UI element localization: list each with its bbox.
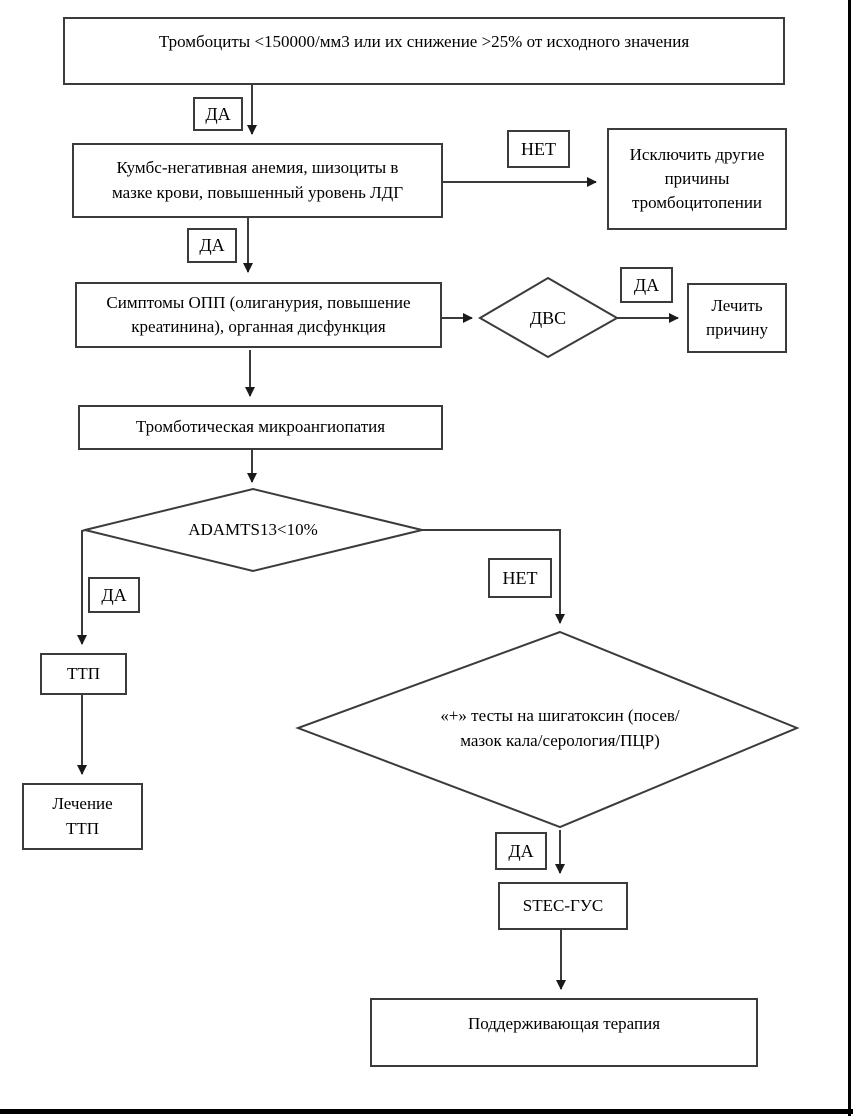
arrow-adamts-to-shigatoxin — [422, 529, 565, 624]
diamond-shigatoxin — [295, 630, 800, 829]
node-stec-hus-text: STEC-ГУС — [522, 895, 604, 915]
arrow-adamts-to-ttp — [77, 529, 87, 645]
node-aki-symptoms-text: Симптомы ОПП (олиганурия, повышение креа… — [106, 292, 411, 336]
node-ttp-treatment-text: Лечение ТТП — [52, 794, 113, 838]
edge-label-yes-3: ДА — [620, 267, 673, 303]
node-treat-cause-text: Лечить причину — [706, 295, 768, 339]
node-exclude-other-text: Исключить другие причины тромбоцитопении — [629, 144, 765, 213]
page-border-right — [848, 0, 851, 1116]
node-ttp: ТТП — [40, 653, 127, 695]
node-ttp-text: ТТП — [66, 663, 101, 683]
node-treat-cause: Лечить причину — [687, 283, 787, 353]
node-tma-text: Тромботическая микроангиопатия — [135, 417, 386, 437]
diamond-dic — [478, 276, 620, 359]
diamond-shigatoxin-text: «+» тесты на шигатоксин (посев/мазок кал… — [440, 706, 680, 750]
edge-label-no-1: НЕТ — [507, 130, 570, 168]
edge-label-yes-5: ДА — [495, 832, 547, 870]
edge-label-no-2: НЕТ — [488, 558, 552, 598]
node-supportive: Поддерживающая терапия — [370, 998, 758, 1067]
diamond-adamts13-text: ADAMTS13<10% — [188, 519, 318, 539]
node-supportive-text: Поддерживающая терапия — [467, 1014, 661, 1033]
node-exclude-other: Исключить другие причины тромбоцитопении — [607, 128, 787, 230]
node-stec-hus: STEC-ГУС — [498, 882, 628, 930]
page-border-bottom — [0, 1109, 853, 1114]
diamond-dic-text: ДВС — [529, 307, 567, 328]
node-platelets-text: Тромбоциты <150000/мм3 или их снижение >… — [158, 32, 690, 51]
edge-label-yes-2: ДА — [187, 228, 237, 263]
node-coombs-text: Кумбс-негативная анемия, шизоциты в мазк… — [111, 158, 404, 202]
node-aki-symptoms: Симптомы ОПП (олиганурия, повышение креа… — [75, 282, 442, 348]
diamond-adamts13 — [84, 487, 423, 573]
node-coombs: Кумбс-негативная анемия, шизоциты в мазк… — [72, 143, 443, 218]
node-ttp-treatment: Лечение ТТП — [22, 783, 143, 850]
node-tma: Тромботическая микроангиопатия — [78, 405, 443, 450]
edge-label-yes-1: ДА — [193, 97, 243, 131]
node-platelets: Тромбоциты <150000/мм3 или их снижение >… — [63, 17, 785, 85]
edge-label-yes-4: ДА — [88, 577, 140, 613]
